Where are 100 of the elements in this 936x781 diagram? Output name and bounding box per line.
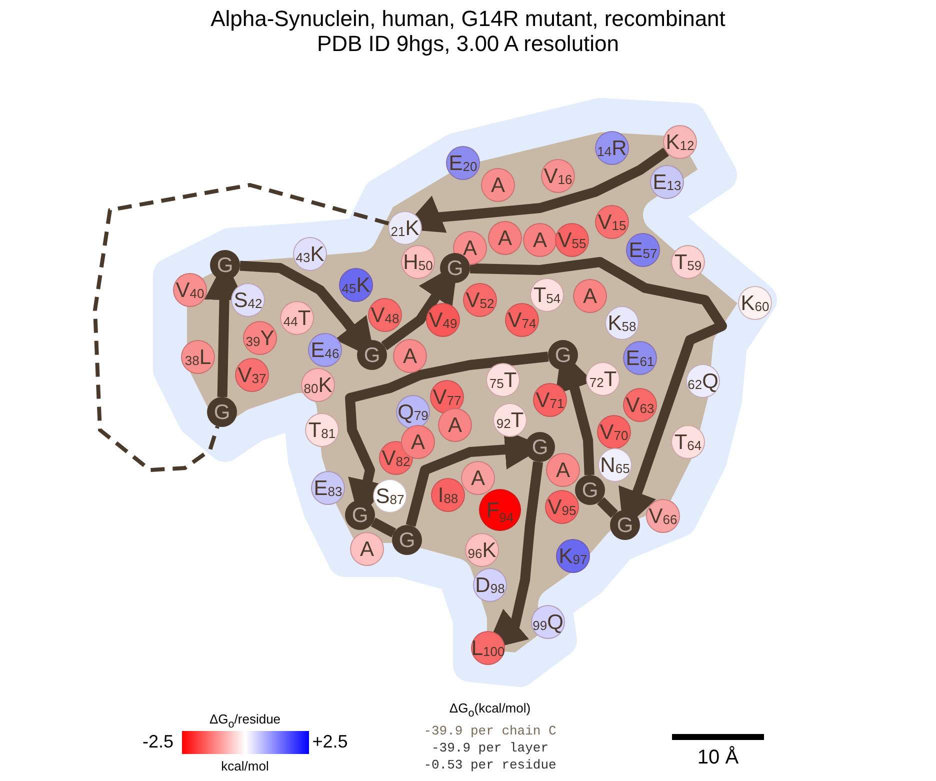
residue-letter: A [532, 230, 547, 250]
residue-number: 44 [283, 315, 298, 328]
residue-number: 57 [642, 247, 658, 260]
residue-letter: A [402, 346, 417, 366]
residue-number: 48 [384, 312, 400, 325]
residue-letter: E [314, 478, 328, 498]
title: Alpha-Synuclein, human, G14R mutant, recombinant PDB ID 9hgs, 3.00 A resolution [210, 6, 726, 56]
residue-number: 15 [612, 219, 626, 232]
residue-letter: V [432, 386, 447, 408]
residue-letter: K [310, 244, 324, 264]
residue-letter: K [740, 292, 755, 314]
residue-number: 75 [489, 377, 504, 390]
residue-letter: G [216, 254, 234, 276]
residue-number: 80 [304, 382, 318, 395]
residue-letter: A [556, 460, 570, 480]
residue-letter: G [616, 514, 634, 536]
color-scale-bar [182, 731, 309, 754]
residue-number: 77 [446, 394, 462, 407]
residue-number: 60 [754, 300, 770, 313]
energy-value: -39.9 per chain C [424, 724, 556, 738]
residue-letter: V [558, 230, 572, 250]
residue-letter: K [482, 540, 496, 560]
residue-letter: G [554, 344, 572, 366]
residue-letter: S [234, 290, 248, 310]
residue-number: 40 [190, 287, 204, 300]
residue-letter: I [438, 484, 444, 506]
residue-number: 88 [444, 492, 458, 505]
residue-number: 21 [390, 225, 406, 238]
residue-number: 46 [324, 347, 340, 360]
residue-number: 97 [572, 553, 588, 566]
residue-letter: E [626, 348, 640, 368]
residue-number: 83 [328, 485, 342, 498]
residue-number: 66 [662, 513, 678, 526]
residue-number: 96 [468, 547, 482, 560]
residue-letter: A [410, 432, 425, 452]
residue-letter: T [604, 368, 617, 390]
residue-number: 16 [558, 173, 572, 186]
residue-letter: G [364, 344, 380, 366]
residue-number: 62 [688, 378, 702, 391]
residue-number: 38 [184, 354, 200, 367]
residue-number: 79 [414, 409, 428, 422]
residue-letter: L [471, 638, 483, 658]
residue-letter: S [376, 486, 390, 506]
residue-letter: E [310, 340, 325, 360]
residue-number: 12 [680, 139, 694, 152]
residue-letter: A [490, 174, 505, 196]
residue-number: 49 [442, 317, 458, 330]
residue-number: 13 [666, 179, 682, 192]
residue-letter: V [508, 310, 522, 330]
residue-number: 55 [572, 237, 586, 250]
residue-letter: T [298, 308, 311, 328]
scale-unit-label: kcal/mol [221, 758, 269, 774]
residue-number: 65 [615, 462, 630, 475]
residue-number: 72 [589, 376, 604, 389]
residue-letter: V [626, 394, 640, 416]
residue-number: 100 [483, 645, 505, 658]
residue-number: 74 [522, 317, 536, 330]
residue-number: 54 [546, 292, 561, 305]
residue-letter: V [466, 290, 480, 310]
residue-letter: A [462, 238, 477, 258]
residue-letter: Q [398, 402, 414, 422]
residue-letter: Q [702, 370, 718, 392]
residue-letter: G [582, 480, 598, 500]
energy-value: -0.53 per residue [424, 758, 556, 772]
residue-letter: A [498, 228, 512, 248]
residue-letter: F [486, 500, 500, 520]
residue-letter: L [199, 346, 212, 368]
residue-letter: V [238, 364, 252, 386]
residue-letter: A [470, 468, 485, 488]
residue-letter: V [600, 422, 614, 442]
residue-letter: V [536, 390, 550, 410]
residue-letter: V [176, 280, 190, 300]
residue-letter: V [548, 496, 562, 518]
residue-number: 50 [418, 259, 433, 272]
residue-number: 71 [550, 397, 564, 410]
residue-letter: G [352, 504, 368, 526]
residue-letter: G [398, 530, 416, 550]
energy-heading: ΔG$_{o}$(kcal/mol) [449, 700, 531, 720]
residue-number: 45 [342, 282, 356, 295]
residue-number: 92 [496, 417, 511, 430]
scale-max-label: +2.5 [312, 732, 348, 752]
residue-number: 63 [640, 402, 654, 415]
dashed-loop-line [93, 183, 390, 472]
residue-letter: A [360, 538, 374, 560]
residue-letter: K [405, 218, 420, 238]
residue-letter: T [308, 420, 322, 440]
residue-number: 99 [532, 619, 548, 632]
residue-letter: A [582, 286, 597, 306]
residue-number: 58 [622, 320, 636, 333]
residue-number: 81 [321, 427, 336, 440]
residue-letter: D [475, 574, 490, 596]
residue-number: 37 [252, 372, 266, 385]
residue-letter: G [532, 436, 548, 458]
residue-number: 87 [390, 493, 404, 506]
residue-letter: R [612, 138, 627, 158]
residue-letter: V [544, 166, 558, 186]
energy-value: -39.9 per layer [431, 740, 549, 756]
residue-number: 20 [462, 160, 478, 173]
residue-letter: T [533, 284, 546, 306]
residue-letter: K [666, 132, 680, 152]
